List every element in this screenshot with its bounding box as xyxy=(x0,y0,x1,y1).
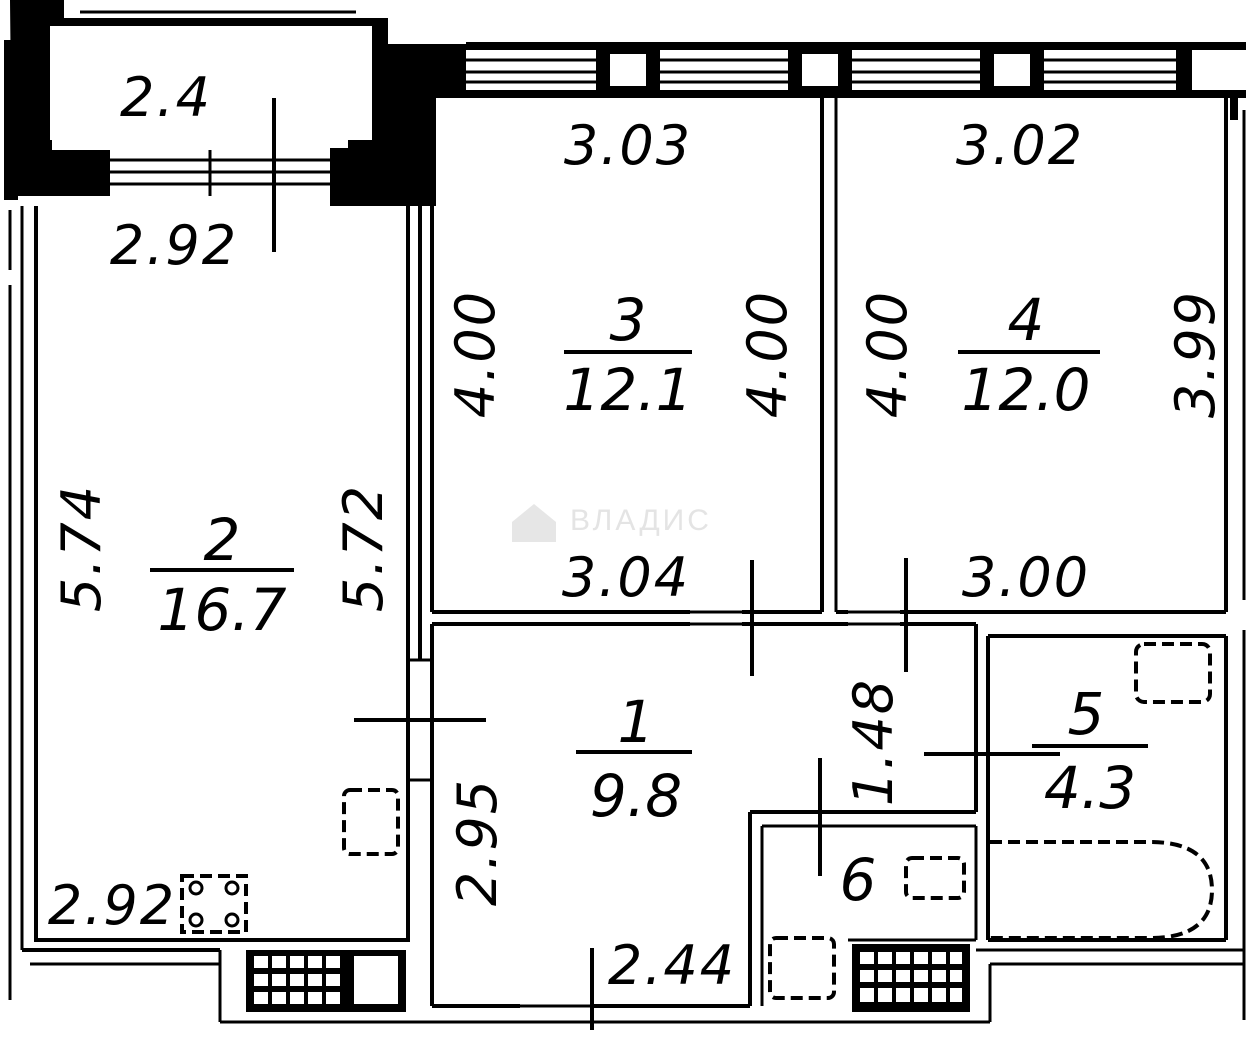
top-windows xyxy=(466,42,1176,98)
dim-hall-right: 1.48 xyxy=(842,678,905,806)
watermark: ВЛАДИС xyxy=(512,504,712,542)
dim-room3-top: 3.03 xyxy=(564,114,692,177)
room-4-number: 4 xyxy=(1008,286,1045,354)
room-5-area: 4.3 xyxy=(1044,754,1136,822)
room-1-number: 1 xyxy=(618,688,655,756)
room-3-area: 12.1 xyxy=(563,356,692,424)
top-wall-right-cap xyxy=(1176,42,1192,98)
dim-balcony-inner: 2.92 xyxy=(110,214,238,277)
dim-room3-left: 4.00 xyxy=(444,290,507,418)
dim-room2-left: 5.74 xyxy=(50,484,113,612)
dim-balcony-width: 2.4 xyxy=(120,66,212,129)
tick-marks xyxy=(272,98,1060,1030)
room-2-outline xyxy=(34,206,410,942)
dim-room2-bottom: 2.92 xyxy=(48,874,176,937)
washbasin-icon xyxy=(1134,642,1212,704)
fixtures xyxy=(180,642,1215,1000)
vent-grid-left xyxy=(246,950,406,1012)
dim-room4-top: 3.02 xyxy=(956,114,1084,177)
left-outer-wall-top xyxy=(4,40,18,200)
dim-room2-right: 5.72 xyxy=(332,484,395,612)
room-2-number: 2 xyxy=(204,506,241,574)
door-marks xyxy=(520,608,900,1024)
room-4-area: 12.0 xyxy=(961,356,1090,424)
dimension-labels: 2.4 2.92 3.03 3.02 3.04 3.00 2.92 2.44 xyxy=(48,66,1090,997)
room-6-number: 6 xyxy=(840,846,877,914)
right-wall-top xyxy=(1230,90,1238,120)
dim-room3-right: 4.00 xyxy=(736,290,799,418)
top-wall-inner xyxy=(466,90,1246,98)
dim-hall-bottom: 2.44 xyxy=(608,934,736,997)
room-5-number: 5 xyxy=(1068,680,1105,748)
room-1-area: 9.8 xyxy=(590,762,682,830)
dim-room3-bottom: 3.04 xyxy=(562,546,690,609)
vertical-dimension-labels: 5.74 5.72 4.00 4.00 4.00 3.99 2.95 1.48 xyxy=(50,290,1227,906)
balcony-window xyxy=(80,10,356,196)
sink-fixture-room2 xyxy=(342,788,400,856)
top-wall-outer xyxy=(466,42,1246,50)
room-3-number: 3 xyxy=(610,286,647,354)
dim-room4-right: 3.99 xyxy=(1164,290,1227,418)
outer-walls xyxy=(4,0,1246,206)
vent-grid-right xyxy=(852,944,970,1012)
house-logo-icon xyxy=(512,504,556,542)
room-outlines xyxy=(8,98,1246,1024)
dim-room4-left: 4.00 xyxy=(856,290,919,418)
toilet-icon xyxy=(904,856,966,900)
room-2-area: 16.7 xyxy=(157,576,286,644)
dim-room4-bottom: 3.00 xyxy=(962,546,1090,609)
watermark-text: ВЛАДИС xyxy=(570,504,712,537)
stove-icon xyxy=(180,874,248,934)
bathtub-icon xyxy=(990,840,1215,940)
sink-fixture-room6 xyxy=(768,936,836,1000)
dim-hall-height: 2.95 xyxy=(446,778,509,906)
room-labels: 3 12.1 4 12.0 2 16.7 1 9.8 5 4.3 6 xyxy=(150,286,1148,914)
balcony-wall xyxy=(10,0,466,206)
